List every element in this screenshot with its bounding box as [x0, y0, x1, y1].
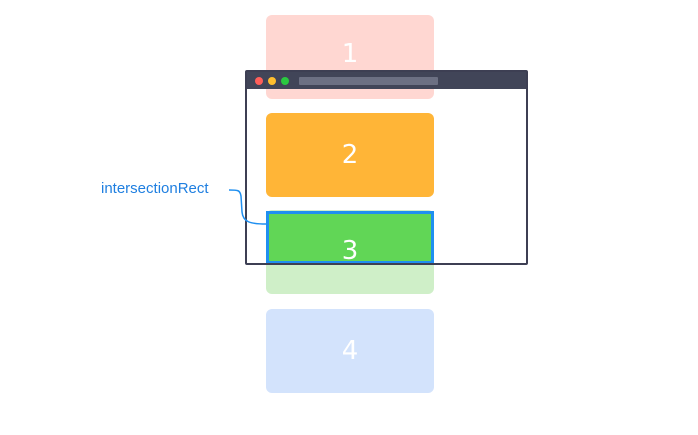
address-bar [299, 77, 438, 85]
label-connector-path [228, 189, 267, 225]
browser-title-bar [247, 72, 526, 89]
card-4-number: 4 [341, 336, 359, 366]
card-4: 4 [266, 309, 434, 393]
label-connector [228, 189, 267, 225]
card-1-number: 1 [341, 39, 359, 69]
minimize-dot-icon [268, 77, 276, 85]
card-2: 2 [266, 113, 434, 197]
intersection-rect-label: intersectionRect [101, 180, 209, 197]
browser-window [245, 70, 528, 265]
intersection-rect: 3 [266, 211, 434, 264]
card-3-number: 3 [341, 235, 359, 264]
card-2-number: 2 [341, 140, 359, 170]
maximize-dot-icon [281, 77, 289, 85]
close-dot-icon [255, 77, 263, 85]
